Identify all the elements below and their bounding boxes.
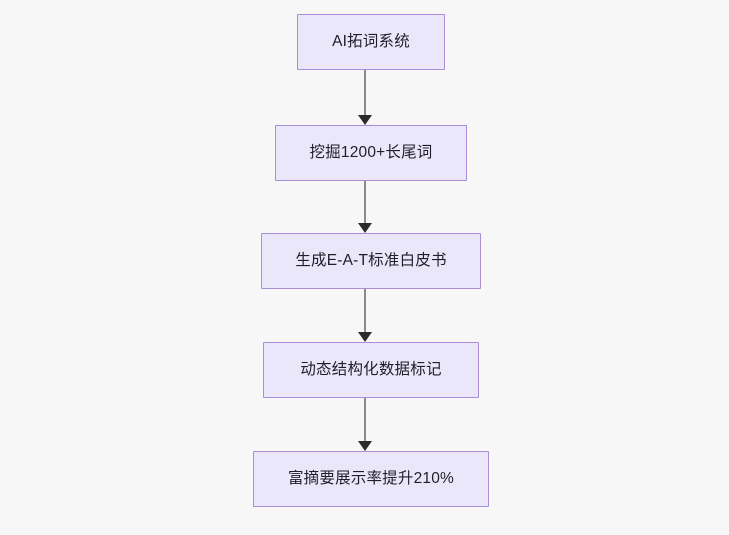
flow-node-mine-longtail-keywords[interactable]: 挖掘1200+长尾词 [275,125,467,181]
flow-node-dynamic-structured-data-markup[interactable]: 动态结构化数据标记 [263,342,479,398]
flow-connector-1 [358,70,372,125]
flow-node-label: AI拓词系统 [332,32,410,50]
flow-node-rich-snippet-rate-increase[interactable]: 富摘要展示率提升210% [253,451,489,507]
flow-connector-3 [358,289,372,342]
flow-connector-4 [358,398,372,451]
flow-node-label: 富摘要展示率提升210% [287,469,455,487]
flow-node-label: 挖掘1200+长尾词 [309,143,433,161]
flow-node-label: 动态结构化数据标记 [300,360,442,378]
arrowhead-down-icon [358,332,372,342]
flow-node-label: 生成E-A-T标准白皮书 [295,251,447,269]
arrowhead-down-icon [358,223,372,233]
flow-node-generate-eat-whitepaper[interactable]: 生成E-A-T标准白皮书 [261,233,481,289]
connector-line [364,181,366,224]
arrowhead-down-icon [358,441,372,451]
connector-line [364,398,366,442]
connector-line [364,70,366,116]
flow-connector-2 [358,181,372,233]
arrowhead-down-icon [358,115,372,125]
flow-node-ai-keyword-system[interactable]: AI拓词系统 [297,14,445,70]
connector-line [364,289,366,333]
